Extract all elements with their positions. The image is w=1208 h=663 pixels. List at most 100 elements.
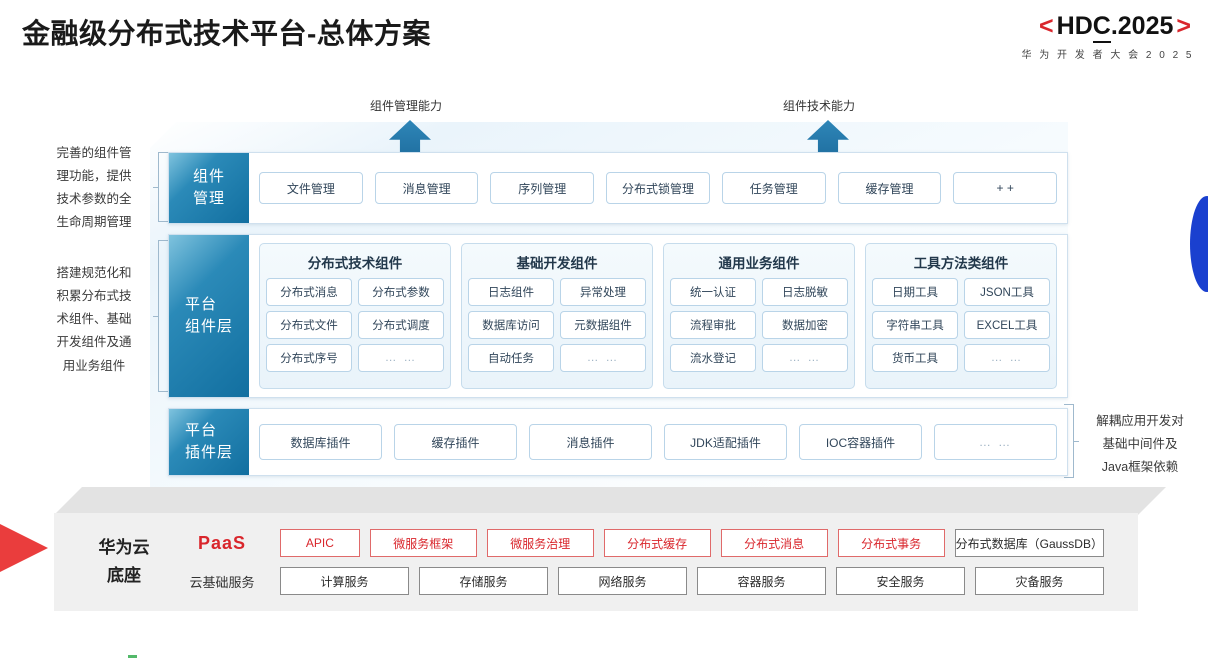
chip-distributed-sequence[interactable]: 分布式序号 bbox=[266, 344, 352, 372]
chip-log-desensitization[interactable]: 日志脱敏 bbox=[762, 278, 848, 306]
chip-sequence-management[interactable]: 序列管理 bbox=[490, 172, 595, 204]
hdc-logo: <HDC.2025> 华 为 开 发 者 大 会 2 0 2 5 bbox=[1021, 12, 1194, 61]
chip-message-management[interactable]: 消息管理 bbox=[374, 172, 479, 204]
chip-data-encryption[interactable]: 数据加密 bbox=[762, 311, 848, 339]
group-basic-dev-components: 基础开发组件 日志组件 异常处理 数据库访问 元数据组件 自动任务 … … bbox=[461, 243, 653, 389]
bchip-distributed-cache[interactable]: 分布式缓存 bbox=[603, 529, 711, 557]
bchip-disaster-recovery-service[interactable]: 灾备服务 bbox=[975, 567, 1104, 595]
component-management-items: 文件管理 消息管理 序列管理 分布式锁管理 任务管理 缓存管理 + + bbox=[249, 153, 1067, 223]
platform-component-layer-label: 平台 组件层 bbox=[169, 235, 249, 397]
side-note-left-top: 完善的组件管 理功能，提供 技术参数的全 生命周期管理 bbox=[56, 146, 132, 230]
chip-add-more[interactable]: + + bbox=[953, 172, 1058, 204]
bchip-distributed-database-gaussdb[interactable]: 分布式数据库（GaussDB） bbox=[954, 529, 1104, 557]
group-title: 分布式技术组件 bbox=[307, 256, 403, 271]
hdc-logo-subtitle: 华 为 开 发 者 大 会 2 0 2 5 bbox=[1021, 50, 1194, 61]
hdc-text-b: .2025 bbox=[1110, 12, 1174, 40]
chip-task-management[interactable]: 任务管理 bbox=[721, 172, 826, 204]
chip-process-approval[interactable]: 流程审批 bbox=[670, 311, 756, 339]
brace-left-top bbox=[153, 152, 168, 222]
platform-plugin-layer-row: 平台 插件层 数据库插件 缓存插件 消息插件 JDK适配插件 IOC容器插件 …… bbox=[168, 408, 1068, 476]
hdc-text-a: HD bbox=[1056, 12, 1093, 40]
paas-row: PaaS APIC 微服务框架 微服务治理 分布式缓存 分布式消息 分布式事务 … bbox=[176, 529, 1104, 557]
chip-json-util[interactable]: JSON工具 bbox=[964, 278, 1050, 306]
group-utility-components: 工具方法类组件 日期工具 JSON工具 字符串工具 EXCEL工具 货币工具 …… bbox=[865, 243, 1057, 389]
chip-distributed-message[interactable]: 分布式消息 bbox=[266, 278, 352, 306]
platform-component-layer-groups: 分布式技术组件 分布式消息 分布式参数 分布式文件 分布式调度 分布式序号 … … bbox=[249, 235, 1067, 397]
chip-cache-management[interactable]: 缓存管理 bbox=[837, 172, 942, 204]
arrow-caption-component-management: 组件管理能力 bbox=[370, 99, 443, 113]
bchip-microservice-governance[interactable]: 微服务治理 bbox=[486, 529, 594, 557]
chip-jdk-adapter-plugin[interactable]: JDK适配插件 bbox=[664, 424, 787, 460]
chip-more-dots[interactable]: … … bbox=[762, 344, 848, 372]
platform-plugin-layer-items: 数据库插件 缓存插件 消息插件 JDK适配插件 IOC容器插件 … … bbox=[249, 409, 1067, 475]
platform-component-layer-row: 平台 组件层 分布式技术组件 分布式消息 分布式参数 分布式文件 分布式调度 分… bbox=[168, 234, 1068, 398]
cloud-services-row: 云基础服务 计算服务 存储服务 网络服务 容器服务 安全服务 灾备服务 bbox=[176, 567, 1104, 595]
huawei-cloud-base: 华为云 底座 PaaS APIC 微服务框架 微服务治理 分布式缓存 分布式消息… bbox=[54, 487, 1166, 611]
bchip-compute-service[interactable]: 计算服务 bbox=[280, 567, 409, 595]
chip-distributed-param[interactable]: 分布式参数 bbox=[358, 278, 444, 306]
chip-more-dots[interactable]: … … bbox=[560, 344, 646, 372]
chip-distributed-lock-management[interactable]: 分布式锁管理 bbox=[606, 172, 710, 204]
chip-unified-auth[interactable]: 统一认证 bbox=[670, 278, 756, 306]
bchip-apic[interactable]: APIC bbox=[280, 529, 360, 557]
side-note-left-bottom: 搭建规范化和 积累分布式技 术组件、基础 开发组件及通 用业务组件 bbox=[56, 266, 132, 373]
bchip-microservice-framework[interactable]: 微服务框架 bbox=[369, 529, 477, 557]
base-rows: PaaS APIC 微服务框架 微服务治理 分布式缓存 分布式消息 分布式事务 … bbox=[176, 529, 1138, 595]
base-title: 华为云 底座 bbox=[98, 537, 150, 585]
group-title: 基础开发组件 bbox=[516, 256, 598, 271]
bchip-distributed-message[interactable]: 分布式消息 bbox=[720, 529, 828, 557]
bottom-left-marker bbox=[128, 655, 137, 658]
hdc-text-underlined: C bbox=[1092, 12, 1111, 43]
chip-database-access[interactable]: 数据库访问 bbox=[468, 311, 554, 339]
group-title: 通用业务组件 bbox=[718, 256, 800, 271]
chip-transaction-record[interactable]: 流水登记 bbox=[670, 344, 756, 372]
group-grid: 统一认证 日志脱敏 流程审批 数据加密 流水登记 … … bbox=[670, 278, 848, 372]
angle-bracket-left-icon: < bbox=[1039, 12, 1054, 40]
side-note-right: 解耦应用开发对 基础中间件及 Java框架依赖 bbox=[1096, 414, 1184, 475]
chip-metadata-component[interactable]: 元数据组件 bbox=[560, 311, 646, 339]
red-wedge-decoration bbox=[0, 505, 48, 591]
page-title: 金融级分布式技术平台-总体方案 bbox=[22, 18, 431, 49]
chip-ioc-container-plugin[interactable]: IOC容器插件 bbox=[799, 424, 922, 460]
chip-date-util[interactable]: 日期工具 bbox=[872, 278, 958, 306]
group-title: 工具方法类组件 bbox=[913, 256, 1009, 271]
cloud-services-label: 云基础服务 bbox=[189, 574, 255, 590]
bchip-container-service[interactable]: 容器服务 bbox=[697, 567, 826, 595]
hdc-logo-main: <HDC.2025> bbox=[1021, 12, 1194, 43]
group-grid: 日志组件 异常处理 数据库访问 元数据组件 自动任务 … … bbox=[468, 278, 646, 372]
paas-label: PaaS bbox=[197, 532, 247, 553]
arrow-caption-component-technology: 组件技术能力 bbox=[783, 99, 856, 113]
angle-bracket-right-icon: > bbox=[1176, 12, 1191, 40]
chip-more-dots[interactable]: … … bbox=[358, 344, 444, 372]
chip-exception-handling[interactable]: 异常处理 bbox=[560, 278, 646, 306]
bchip-security-service[interactable]: 安全服务 bbox=[836, 567, 965, 595]
chip-string-util[interactable]: 字符串工具 bbox=[872, 311, 958, 339]
brace-left-bottom bbox=[153, 240, 168, 392]
group-grid: 日期工具 JSON工具 字符串工具 EXCEL工具 货币工具 … … bbox=[872, 278, 1050, 372]
chip-more-dots[interactable]: … … bbox=[964, 344, 1050, 372]
group-common-business-components: 通用业务组件 统一认证 日志脱敏 流程审批 数据加密 流水登记 … … bbox=[663, 243, 855, 389]
chip-excel-util[interactable]: EXCEL工具 bbox=[964, 311, 1050, 339]
bchip-distributed-transaction[interactable]: 分布式事务 bbox=[837, 529, 945, 557]
group-distributed-tech-components: 分布式技术组件 分布式消息 分布式参数 分布式文件 分布式调度 分布式序号 … … bbox=[259, 243, 451, 389]
chip-auto-task[interactable]: 自动任务 bbox=[468, 344, 554, 372]
chip-database-plugin[interactable]: 数据库插件 bbox=[259, 424, 382, 460]
platform-plugin-layer-label: 平台 插件层 bbox=[169, 409, 249, 475]
chip-log-component[interactable]: 日志组件 bbox=[468, 278, 554, 306]
chip-currency-util[interactable]: 货币工具 bbox=[872, 344, 958, 372]
chip-message-plugin[interactable]: 消息插件 bbox=[529, 424, 652, 460]
blue-lens-decoration bbox=[1190, 196, 1208, 292]
chip-distributed-schedule[interactable]: 分布式调度 bbox=[358, 311, 444, 339]
bchip-network-service[interactable]: 网络服务 bbox=[558, 567, 687, 595]
base-content: 华为云 底座 PaaS APIC 微服务框架 微服务治理 分布式缓存 分布式消息… bbox=[54, 513, 1138, 611]
bchip-storage-service[interactable]: 存储服务 bbox=[419, 567, 548, 595]
component-management-row: 组件 管理 文件管理 消息管理 序列管理 分布式锁管理 任务管理 缓存管理 + … bbox=[168, 152, 1068, 224]
group-grid: 分布式消息 分布式参数 分布式文件 分布式调度 分布式序号 … … bbox=[266, 278, 444, 372]
base-bevel-top bbox=[54, 487, 1166, 515]
chip-file-management[interactable]: 文件管理 bbox=[259, 172, 363, 204]
paas-items: APIC 微服务框架 微服务治理 分布式缓存 分布式消息 分布式事务 分布式数据… bbox=[280, 529, 1104, 557]
chip-distributed-file[interactable]: 分布式文件 bbox=[266, 311, 352, 339]
chip-more-dots[interactable]: … … bbox=[934, 424, 1057, 460]
chip-cache-plugin[interactable]: 缓存插件 bbox=[394, 424, 517, 460]
